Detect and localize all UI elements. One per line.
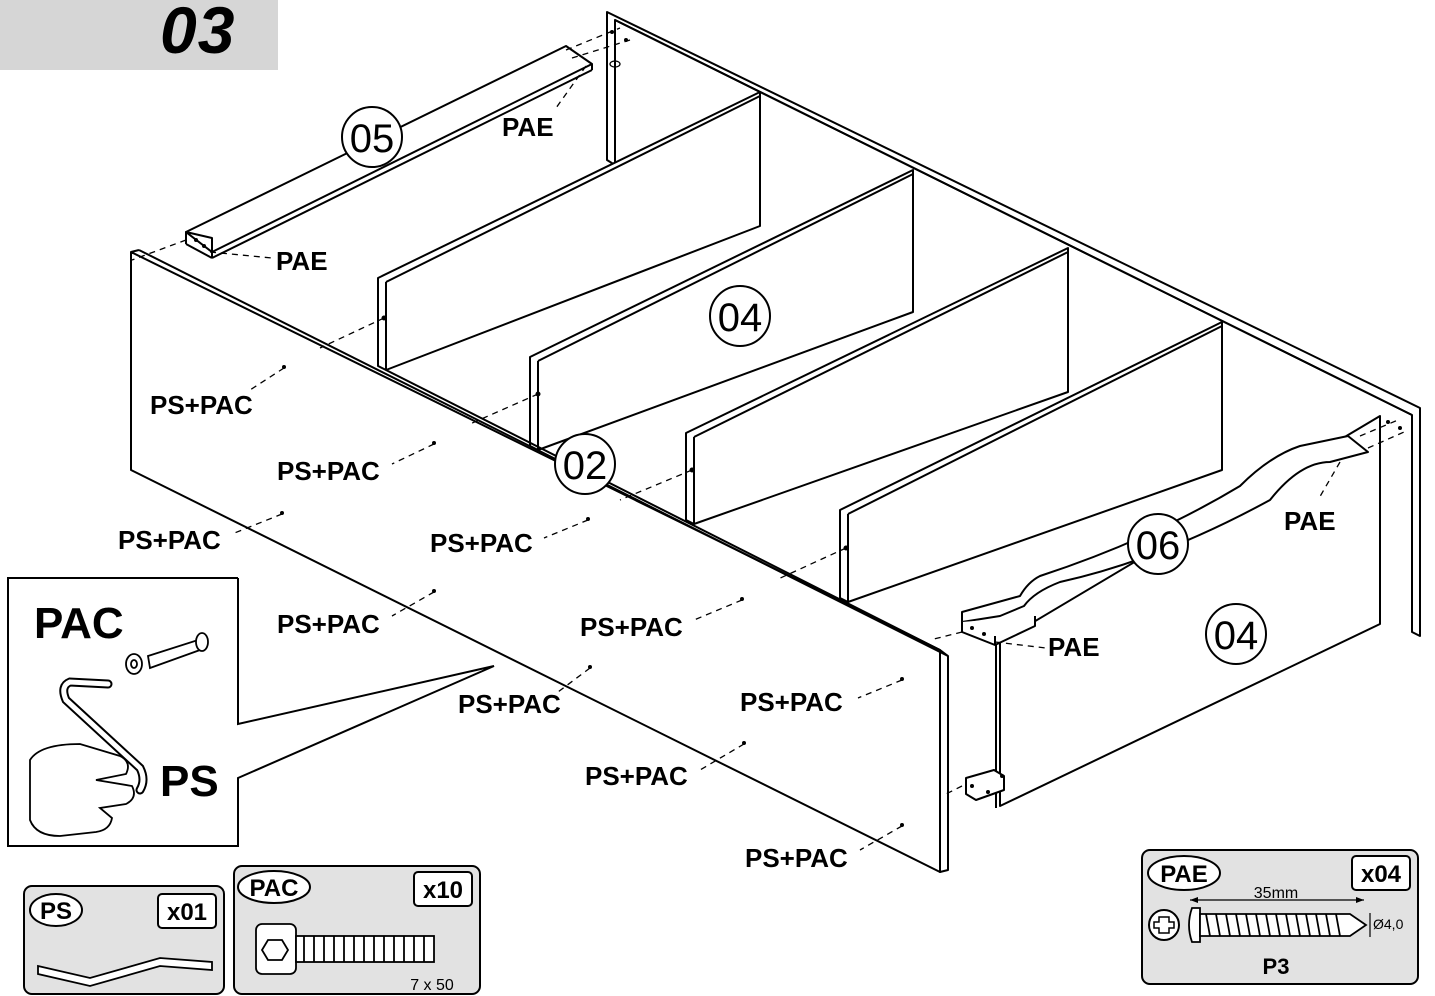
back-panel <box>606 11 1421 637</box>
pac-qty: x10 <box>423 877 463 904</box>
ps-qty: x01 <box>167 899 207 926</box>
pae-bit: P3 <box>1263 954 1290 979</box>
pae-label-left: PAE <box>276 246 328 276</box>
ps-pac-label: PS+PAC <box>277 609 380 639</box>
screw-icon <box>1188 907 1368 943</box>
part-circle-05 <box>341 106 403 168</box>
pae-label-bottom: PAE <box>1048 632 1100 662</box>
pae-code: PAE <box>1160 861 1208 888</box>
step-banner: 03 <box>0 0 278 70</box>
hardware-ps: PS x01 <box>23 885 225 995</box>
ps-pac-label: PS+PAC <box>580 612 683 642</box>
part-label-04-side: 04 <box>1214 614 1259 658</box>
ps-pac-label: PS+PAC <box>430 528 533 558</box>
ps-pac-label: PS+PAC <box>118 525 221 555</box>
part-label-04-divider: 04 <box>718 296 763 340</box>
pae-qty: x04 <box>1361 861 1402 888</box>
ps-pac-label: PS+PAC <box>458 689 561 719</box>
bottom-block <box>965 769 1005 801</box>
ps-pac-label: PS+PAC <box>740 687 843 717</box>
hand-icon <box>29 743 135 837</box>
pac-code: PAC <box>250 875 299 902</box>
pae-diameter: Ø4,0 <box>1373 916 1404 932</box>
front-panel <box>130 249 949 873</box>
ps-pac-label: PS+PAC <box>277 456 380 486</box>
screw-holes <box>194 30 1402 827</box>
floor-line <box>385 369 941 651</box>
bolt-icon <box>255 923 435 975</box>
part-circle-04-side <box>1205 603 1267 665</box>
bolt-icon <box>125 632 209 675</box>
ps-pac-label: PS+PAC <box>150 390 253 420</box>
step-number: 03 <box>160 0 236 67</box>
pac-size: 7 x 50 <box>410 977 454 994</box>
part-label-02: 02 <box>563 444 608 488</box>
inset-pac-label: PAC <box>34 599 124 648</box>
part-circle-04-divider <box>709 285 771 347</box>
part-circle-02 <box>554 433 616 495</box>
part-circle-06 <box>1127 513 1189 575</box>
cam-hole <box>609 60 621 68</box>
part-label-06: 06 <box>1136 524 1181 568</box>
hardware-pac: PAC x10 7 x 50 <box>233 865 481 995</box>
part-label-05: 05 <box>350 117 395 161</box>
hardware-pae: PAE x04 35mm Ø4,0 P3 <box>1141 849 1419 985</box>
pae-label-top: PAE <box>502 112 554 142</box>
allen-key-icon <box>37 957 213 987</box>
ps-code: PS <box>40 898 72 925</box>
pae-length: 35mm <box>1254 885 1298 902</box>
ps-pac-label: PS+PAC <box>585 761 688 791</box>
inset-detail: PAC PS <box>7 577 495 847</box>
pae-label-right: PAE <box>1284 506 1336 536</box>
ps-pac-label: PS+PAC <box>745 843 848 873</box>
inset-ps-label: PS <box>160 757 219 806</box>
